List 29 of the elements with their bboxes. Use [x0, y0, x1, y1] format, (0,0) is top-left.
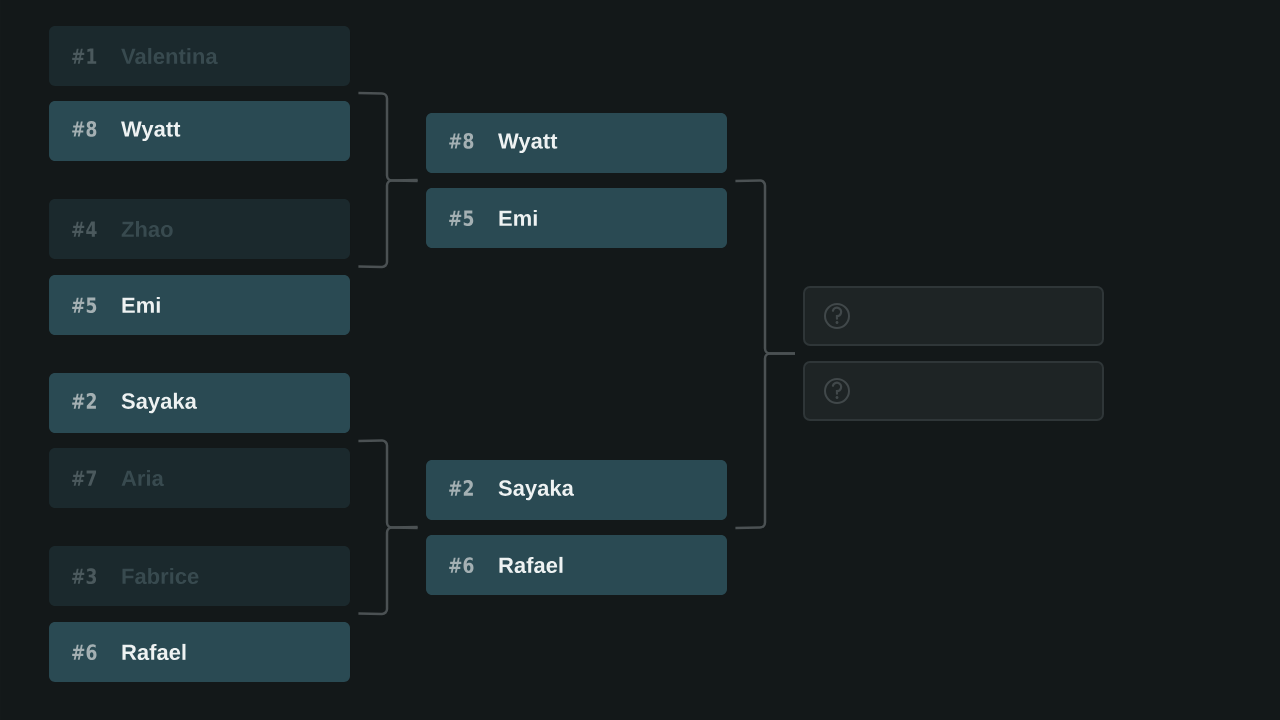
bracket-line	[358, 525, 418, 616]
player-slot	[49, 101, 350, 161]
seed-number: #8	[449, 132, 474, 149]
seed-number: #2	[72, 393, 96, 409]
seed-number: #6	[449, 557, 474, 574]
seed-number: #5	[72, 297, 97, 314]
player-slot	[426, 113, 727, 173]
bracket-line	[735, 352, 795, 530]
player-name: Emi	[499, 209, 537, 226]
player-name: Rafael	[499, 556, 563, 574]
player-name: Wyatt	[498, 133, 558, 154]
seed-number: #2	[449, 480, 473, 496]
player-slot	[426, 188, 727, 248]
player-slot	[426, 535, 727, 595]
player-name: Rafael	[122, 643, 186, 661]
seed-number: #6	[72, 644, 97, 661]
player-name: Emi	[122, 296, 160, 313]
player-slot	[49, 373, 350, 433]
seed-number: #8	[72, 120, 97, 137]
player-name: Wyatt	[121, 121, 181, 142]
seed-number: #5	[449, 210, 474, 227]
bracket-line	[358, 91, 418, 183]
bracket-line	[358, 439, 418, 530]
player-name: Sayaka	[121, 392, 197, 414]
bracket-line	[358, 178, 418, 269]
player-name: Sayaka	[498, 479, 574, 501]
player-slot	[49, 622, 350, 682]
player-slot	[49, 275, 350, 335]
player-slot	[426, 460, 727, 520]
